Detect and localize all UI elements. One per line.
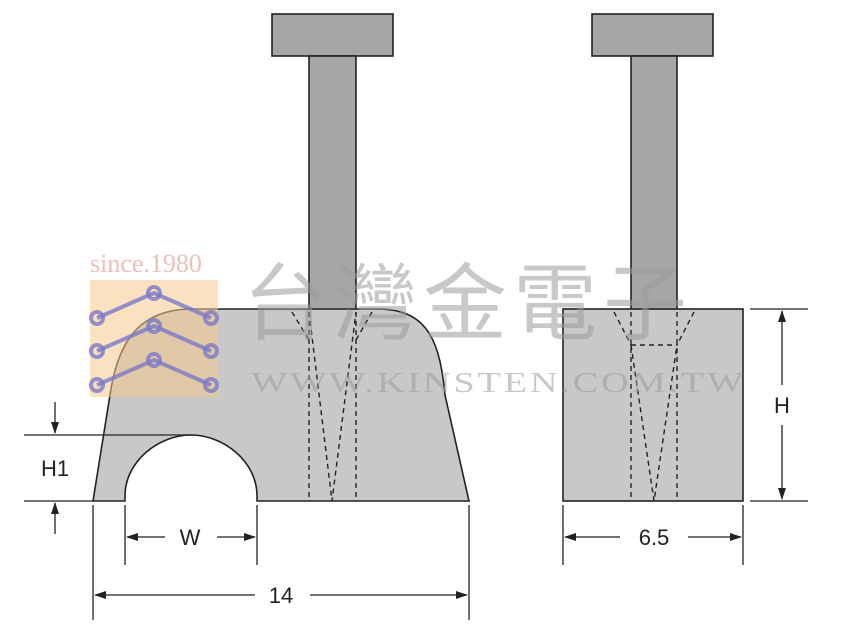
dimension-total-width: 14 <box>92 505 470 620</box>
dimension-total-width-label: 14 <box>269 583 293 608</box>
dimension-h-label: H <box>774 393 790 418</box>
dimension-h1-label: H1 <box>41 456 69 481</box>
watermark-circuit-icon <box>89 285 219 393</box>
watermark-company-name: 台灣金電子 <box>243 255 693 353</box>
watermark-url: WWW.KINSTEN.COM.TW <box>251 368 746 399</box>
watermark-since-text: since.1980 <box>90 249 202 278</box>
dimension-h1: H1 <box>24 402 191 534</box>
dimension-h: H <box>750 308 808 502</box>
side-hidden-nail-point <box>630 344 678 502</box>
front-hidden-chamfer-left <box>291 311 310 341</box>
dimension-w-label: W <box>180 525 201 550</box>
front-nail-shank <box>308 55 357 313</box>
dimension-depth-label: 6.5 <box>639 525 670 550</box>
side-nail-head <box>591 13 714 57</box>
dimension-depth: 6.5 <box>562 505 744 565</box>
front-nail-head <box>271 13 394 57</box>
front-hidden-nail-point <box>308 311 357 502</box>
side-view <box>562 13 744 502</box>
watermark: since.1980 台灣金電子 WWW.KINSTEN.COM.TW <box>89 249 746 399</box>
dimension-w: W <box>124 505 258 565</box>
side-hidden-chamfer-right <box>676 311 695 346</box>
side-clip-body <box>562 308 744 502</box>
side-hidden-chamfer-left <box>613 311 632 346</box>
